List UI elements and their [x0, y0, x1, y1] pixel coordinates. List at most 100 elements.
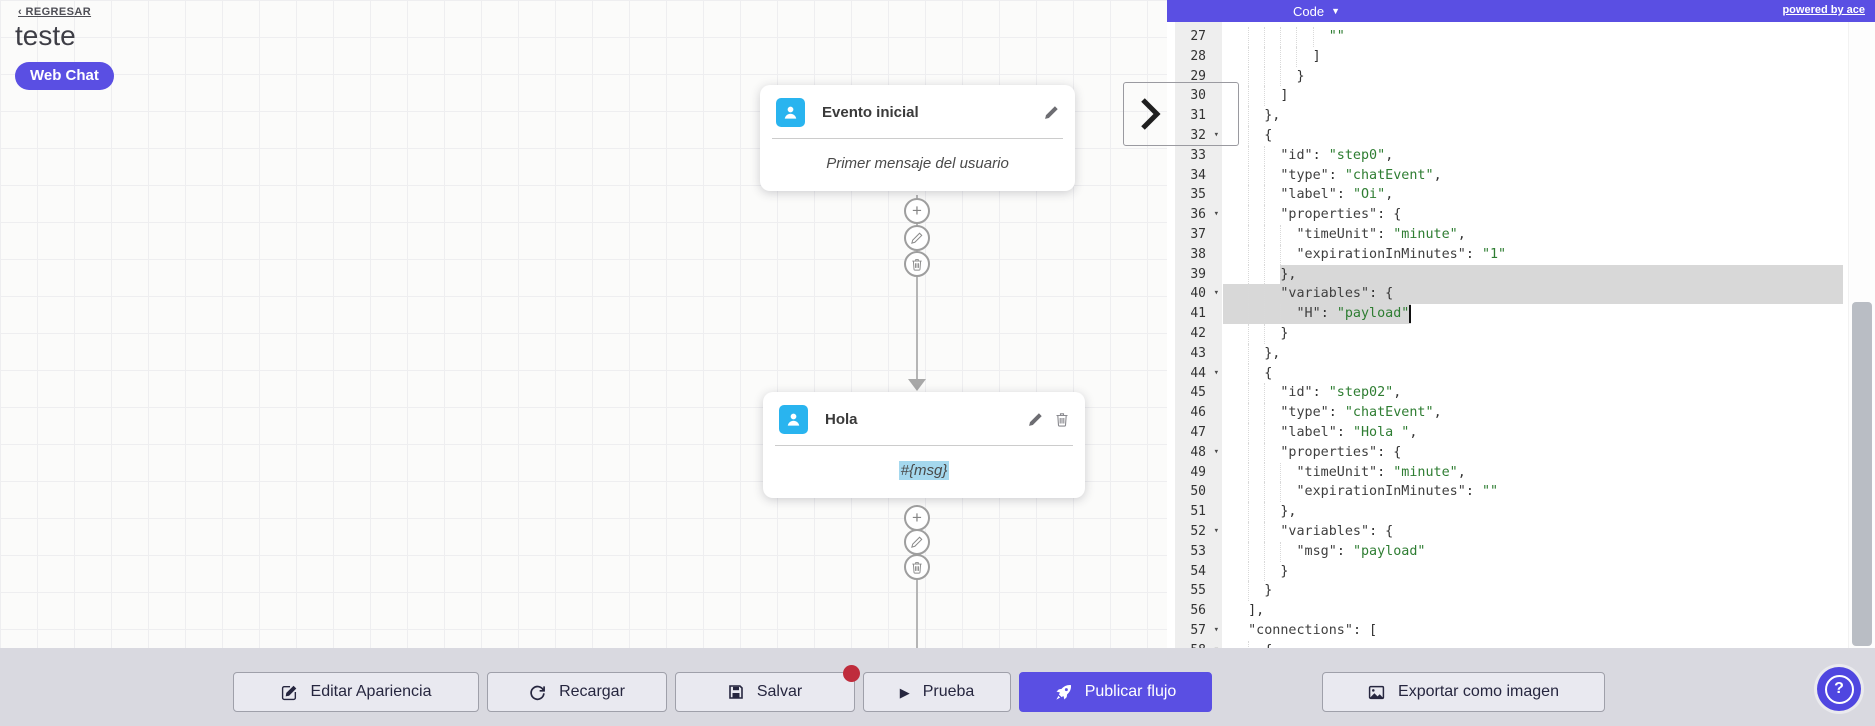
button-label: Salvar	[756, 683, 803, 700]
back-link[interactable]: ‹ REGRESAR	[18, 6, 92, 18]
indent-guide	[1264, 185, 1266, 206]
indent-guide	[1248, 581, 1250, 602]
code-line: "variables": {	[1232, 521, 1843, 542]
indent-guide	[1264, 244, 1266, 265]
unsaved-changes-badge	[843, 665, 860, 682]
fold-arrow-icon[interactable]: ▾	[1213, 209, 1219, 220]
code-line: "properties": {	[1232, 205, 1843, 225]
rocket-icon	[1055, 684, 1072, 701]
node-hola[interactable]: Hola #{msg}	[763, 392, 1085, 498]
code-line: },	[1232, 106, 1843, 126]
code-mode-dropdown[interactable]: Code ▼	[1293, 3, 1340, 19]
play-icon: ▶	[899, 684, 910, 700]
code-line: "type": "chatEvent",	[1232, 403, 1843, 423]
gutter-line-number: 32▾	[1175, 126, 1222, 146]
flow-canvas[interactable]: ‹ REGRESAR teste Web Chat Evento inicial…	[0, 0, 1167, 648]
fold-arrow-icon[interactable]: ▾	[1213, 367, 1219, 378]
trash-icon	[912, 561, 922, 574]
powered-by-ace-link[interactable]: powered by ace	[1782, 4, 1865, 16]
indent-guide	[1248, 561, 1250, 582]
gutter-line-number: 39	[1190, 266, 1206, 282]
panel-collapse-toggle[interactable]	[1123, 82, 1239, 146]
fold-arrow-icon[interactable]: ▾	[1213, 525, 1219, 536]
selection-highlight	[1280, 264, 1843, 285]
delete-connection-button[interactable]	[904, 251, 930, 277]
indent-guide	[1264, 46, 1266, 67]
prueba-button[interactable]: ▶Prueba	[863, 672, 1011, 712]
indent-guide	[1312, 27, 1314, 47]
node-title: Evento inicial	[822, 104, 919, 121]
page-title: teste	[15, 20, 76, 51]
indent-guide	[1248, 165, 1250, 186]
fold-arrow-icon[interactable]: ▾	[1213, 446, 1219, 457]
indent-guide	[1248, 442, 1250, 463]
indent-guide	[1280, 27, 1282, 47]
plus-icon: +	[912, 507, 922, 527]
edit-connection-button[interactable]	[904, 225, 930, 251]
add-step-button[interactable]: +	[904, 505, 930, 531]
fold-arrow-icon[interactable]: ▾	[1213, 288, 1219, 299]
publicar-flujo-button[interactable]: Publicar flujo	[1019, 672, 1212, 712]
text-cursor	[1409, 305, 1412, 323]
edit-node-icon[interactable]	[1044, 105, 1059, 120]
node-title: Hola	[825, 411, 858, 428]
gutter-line-number: 53	[1190, 543, 1206, 559]
indent-guide	[1248, 502, 1250, 522]
indent-guide	[1264, 383, 1266, 404]
code-line: },	[1232, 343, 1843, 364]
gutter-line-number: 31	[1190, 108, 1206, 124]
recargar-button[interactable]: Recargar	[487, 672, 667, 712]
code-line: "label": "Hola ",	[1232, 422, 1843, 443]
indent-guide	[1264, 205, 1266, 225]
connector-arrow-icon	[908, 379, 926, 391]
gutter-line-number: 40▾	[1175, 284, 1222, 304]
indent-guide	[1248, 323, 1250, 344]
gutter-line-number: 47	[1190, 424, 1206, 440]
edit-connection-button[interactable]	[904, 529, 930, 555]
chevron-down-icon: ▼	[1331, 6, 1340, 16]
indent-guide	[1248, 205, 1250, 225]
node-body-text: Primer mensaje del usuario	[826, 155, 1009, 172]
gutter-line-number: 35	[1190, 187, 1206, 203]
editar-apariencia-button[interactable]: Editar Apariencia	[233, 672, 479, 712]
node-evento-inicial[interactable]: Evento inicial Primer mensaje del usuari…	[760, 85, 1075, 191]
delete-node-icon[interactable]	[1055, 412, 1069, 427]
help-button[interactable]: ?	[1817, 667, 1861, 711]
trash-icon	[912, 258, 922, 271]
indent-guide	[1248, 86, 1250, 107]
code-line: ""	[1232, 27, 1843, 47]
indent-guide	[1248, 383, 1250, 404]
fold-arrow-icon[interactable]: ▾	[1213, 624, 1219, 635]
gutter-line-number: 36▾	[1175, 205, 1222, 225]
edit-node-icon[interactable]	[1028, 412, 1043, 427]
editor-scrollbar[interactable]	[1848, 22, 1875, 648]
fold-arrow-icon[interactable]: ▾	[1214, 641, 1219, 648]
delete-connection-button[interactable]	[904, 554, 930, 580]
code-line: "id": "step02",	[1232, 383, 1843, 404]
code-line: "label": "Oi",	[1232, 185, 1843, 206]
exportar-como-imagen-button[interactable]: Exportar como imagen	[1322, 672, 1605, 712]
variable-chip: #{msg}	[898, 461, 950, 480]
salvar-button[interactable]: Salvar	[675, 665, 860, 712]
indent-guide	[1264, 66, 1266, 87]
fold-arrow-icon[interactable]: ▾	[1213, 129, 1219, 140]
scrollbar-thumb[interactable]	[1852, 302, 1872, 646]
indent-guide	[1248, 422, 1250, 443]
divider	[775, 445, 1073, 446]
chevron-right-icon	[1141, 98, 1161, 130]
indent-guide	[1264, 323, 1266, 344]
selection-highlight	[1223, 284, 1843, 305]
node-header: Hola	[763, 392, 1085, 445]
indent-guide	[1248, 403, 1250, 423]
indent-guide	[1248, 462, 1250, 483]
button-label: Exportar como imagen	[1398, 683, 1559, 700]
indent-guide	[1264, 304, 1266, 324]
code-line: "properties": {	[1232, 442, 1843, 463]
add-step-button[interactable]: +	[904, 198, 930, 224]
indent-guide	[1248, 343, 1250, 364]
gutter-line-number: 43	[1190, 345, 1206, 361]
indent-guide	[1248, 66, 1250, 87]
